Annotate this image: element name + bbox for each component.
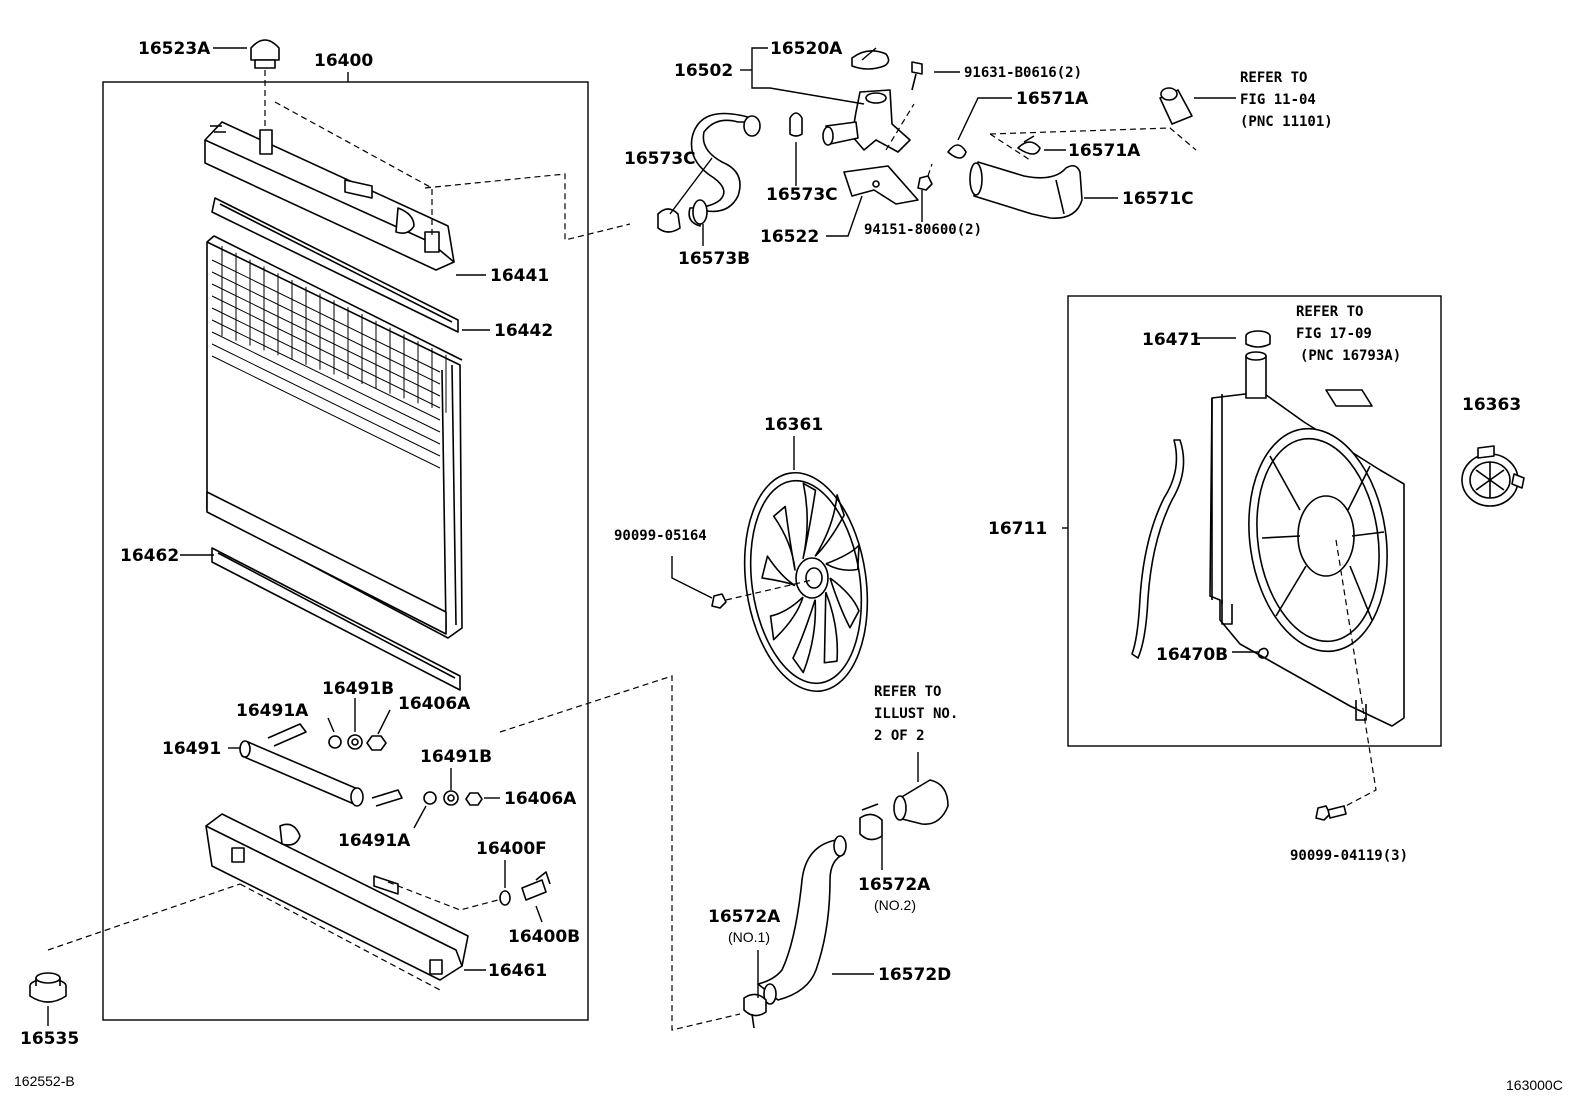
upper-hose-group xyxy=(657,47,1236,246)
label-16502: 16502 xyxy=(674,61,733,81)
label-16471: 16471 xyxy=(1142,330,1201,350)
label-16491a-upper: 16491A xyxy=(236,701,309,721)
label-16363: 16363 xyxy=(1462,395,1521,415)
label-16491b-lower: 16491B xyxy=(420,747,492,767)
label-90099-05164: 90099-05164 xyxy=(614,528,707,544)
refer-note-2-line2: FIG 17-09 xyxy=(1296,326,1372,342)
refer-note-3-line2: ILLUST NO. xyxy=(874,706,958,722)
label-16573c-left: 16573C xyxy=(624,149,696,169)
label-16572a-no1: 16572A xyxy=(708,907,781,927)
label-91631-b0616: 91631-B0616(2) xyxy=(964,65,1082,81)
label-16571c: 16571C xyxy=(1122,189,1194,209)
label-16572a-no2: 16572A xyxy=(858,875,931,895)
fan-16361-drawing xyxy=(671,436,869,693)
label-16491a-lower: 16491A xyxy=(338,831,411,851)
label-16571a-mid: 16571A xyxy=(1068,141,1141,161)
upper-gasket-drawing xyxy=(211,197,459,333)
radiator-core-drawing xyxy=(206,235,463,639)
label-16442: 16442 xyxy=(494,321,553,341)
footer-code-left: 162552-B xyxy=(14,1073,75,1089)
label-16400f: 16400F xyxy=(476,839,547,859)
label-16361: 16361 xyxy=(764,415,823,435)
label-16400b: 16400B xyxy=(508,927,580,947)
label-16406a-upper: 16406A xyxy=(398,694,471,714)
lower-gasket-drawing xyxy=(211,547,461,691)
refer-note-fig-11-04: REFER TO FIG 11-04 (PNC 11101) xyxy=(1240,70,1333,130)
label-16441: 16441 xyxy=(490,266,549,286)
label-no2: (NO.2) xyxy=(874,897,916,913)
label-16535: 16535 xyxy=(20,1029,79,1049)
refer-note-2-line1: REFER TO xyxy=(1296,304,1363,320)
label-16470b: 16470B xyxy=(1156,645,1228,665)
label-no1: (NO.1) xyxy=(728,929,770,945)
label-16573c-mid: 16573C xyxy=(766,185,838,205)
label-16462: 16462 xyxy=(120,546,179,566)
label-16406a-lower: 16406A xyxy=(504,789,577,809)
upper-tank-drawing xyxy=(204,121,455,271)
label-16522: 16522 xyxy=(760,227,819,247)
label-16571a-top: 16571A xyxy=(1016,89,1089,109)
lower-hose-group xyxy=(743,752,949,1029)
label-16461: 16461 xyxy=(488,961,547,981)
cap-16523a-drawing xyxy=(250,39,280,61)
radiator-assembly-group xyxy=(29,39,741,1031)
refer-note-1-line1: REFER TO xyxy=(1240,70,1307,86)
refer-note-2-line3: (PNC 16793A) xyxy=(1300,348,1401,364)
refer-note-1-line3: (PNC 11101) xyxy=(1240,114,1333,130)
refer-note-fig-17-09: REFER TO FIG 17-09 (PNC 16793A) xyxy=(1296,304,1401,364)
oil-cooler-pipe-drawing xyxy=(239,723,403,807)
footer-code-right: 163000C xyxy=(1506,1077,1563,1093)
label-16400: 16400 xyxy=(314,51,373,71)
label-94151-80600: 94151-80600(2) xyxy=(864,222,982,238)
refer-note-1-line2: FIG 11-04 xyxy=(1240,92,1316,108)
label-16711: 16711 xyxy=(988,519,1047,539)
label-16523a: 16523A xyxy=(138,39,211,59)
label-16491: 16491 xyxy=(162,739,221,759)
fan-shroud-frame xyxy=(1067,295,1442,747)
label-16573b: 16573B xyxy=(678,249,750,269)
label-90099-04119: 90099-04119(3) xyxy=(1290,848,1408,864)
lower-tank-drawing xyxy=(205,813,469,981)
radiator-assembly-frame xyxy=(102,81,589,1021)
fan-shroud-group xyxy=(1062,295,1442,811)
label-16491b-upper: 16491B xyxy=(322,679,394,699)
label-16572d: 16572D xyxy=(878,965,951,985)
refer-note-3-line1: REFER TO xyxy=(874,684,941,700)
bolt-90099-04119-drawing xyxy=(1315,805,1347,821)
refer-note-3-line3: 2 OF 2 xyxy=(874,728,925,744)
refer-note-illust-2-of-2: REFER TO ILLUST NO. 2 OF 2 xyxy=(874,684,958,744)
label-16520a: 16520A xyxy=(770,39,843,59)
fan-motor-16363-drawing xyxy=(1461,445,1525,507)
